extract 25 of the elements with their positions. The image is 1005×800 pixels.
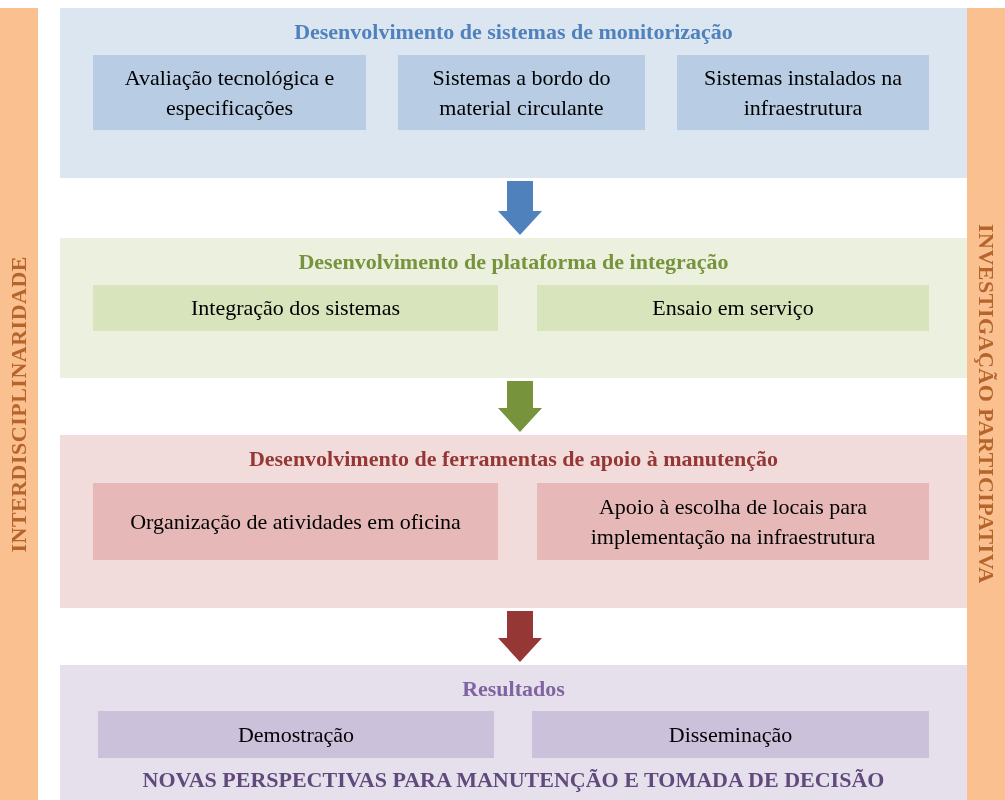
task-box: Sistemas instalados na infraestrutura (677, 55, 929, 130)
block-arrow (498, 611, 542, 662)
stage-band (60, 238, 967, 378)
side-label: INVESTIGAÇÃO PARTICIPATIVA (973, 224, 999, 584)
block-arrow (498, 381, 542, 432)
task-box: Avaliação tecnológica e especificações (93, 55, 366, 130)
side-label: INTERDISCIPLINARIDADE (6, 255, 32, 553)
task-box: Organização de atividades em oficina (93, 483, 498, 560)
side-bar (967, 8, 1005, 800)
task-box: Apoio à escolha de locais para implementação na infraestrutura (537, 483, 929, 560)
stage-band (60, 665, 967, 800)
stage-title: Desenvolvimento de ferramentas de apoio à manutenção (248, 446, 779, 471)
stage-title: Resultados (462, 676, 565, 701)
conclusion-text: NOVAS PERSPECTIVAS PARA MANUTENÇÃO E TOMADA DE DECISÃO (142, 767, 885, 792)
task-box: Disseminação (532, 711, 929, 758)
stage-title: Desenvolvimento de plataforma de integração (298, 249, 729, 274)
side-bar (0, 8, 38, 800)
task-box: Ensaio em serviço (537, 285, 929, 331)
stage-title: Desenvolvimento de sistemas de monitorização (294, 19, 733, 44)
block-arrow (498, 181, 542, 235)
stage-band (60, 8, 967, 178)
stage-band (60, 435, 967, 608)
task-box: Integração dos sistemas (93, 285, 498, 331)
task-box: Demostração (98, 711, 494, 758)
task-box: Sistemas a bordo do material circulante (398, 55, 645, 130)
